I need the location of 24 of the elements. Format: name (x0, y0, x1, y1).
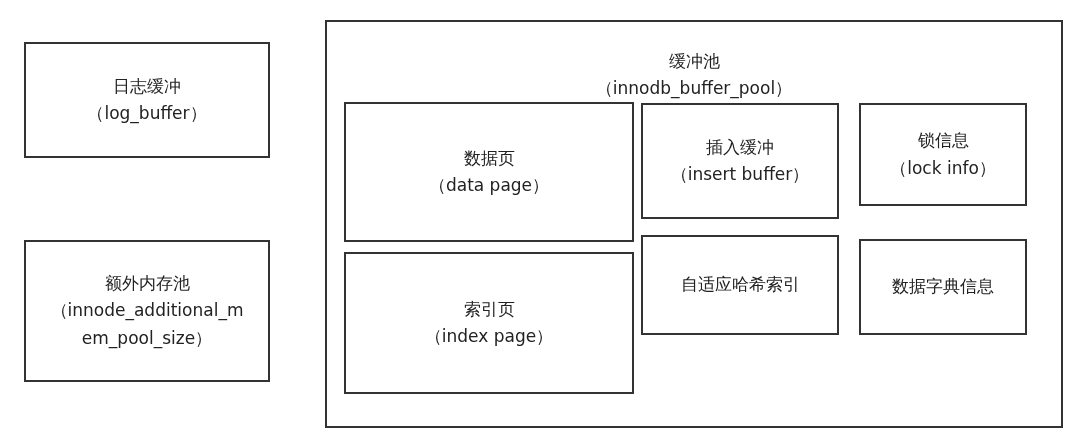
box-subtitle: （lock info） (890, 156, 996, 180)
memory-box (344, 252, 634, 394)
box-title: 自适应哈希索引 (680, 273, 800, 297)
memory-box (344, 102, 634, 242)
box-title: 数据页 (463, 146, 515, 170)
box-subtitle: （data page） (428, 174, 550, 197)
box-title: 锁信息 (917, 129, 969, 153)
box-subtitle: （insert buffer） (670, 163, 810, 186)
box-title: 数据字典信息 (892, 275, 994, 299)
memory-box (24, 240, 270, 382)
box-title: 日志缓冲 (113, 74, 181, 98)
memory-box (641, 235, 839, 335)
box-subtitle: （log_buffer） (87, 102, 207, 126)
box-title: 索引页 (463, 297, 515, 321)
box-title: 缓冲池（innodb_buffer_pool） (594, 50, 794, 101)
memory-box (859, 103, 1027, 206)
box-title: 插入缓冲 (706, 135, 774, 159)
box-subtitle: （index page） (424, 325, 554, 348)
memory-box (641, 103, 839, 219)
memory-box (24, 42, 270, 158)
box-title: 额外内存池 (104, 272, 190, 296)
container-box (325, 20, 1063, 428)
box-subtitle: （innode_additional_mem_pool_size） (49, 299, 245, 351)
memory-box (859, 239, 1027, 335)
